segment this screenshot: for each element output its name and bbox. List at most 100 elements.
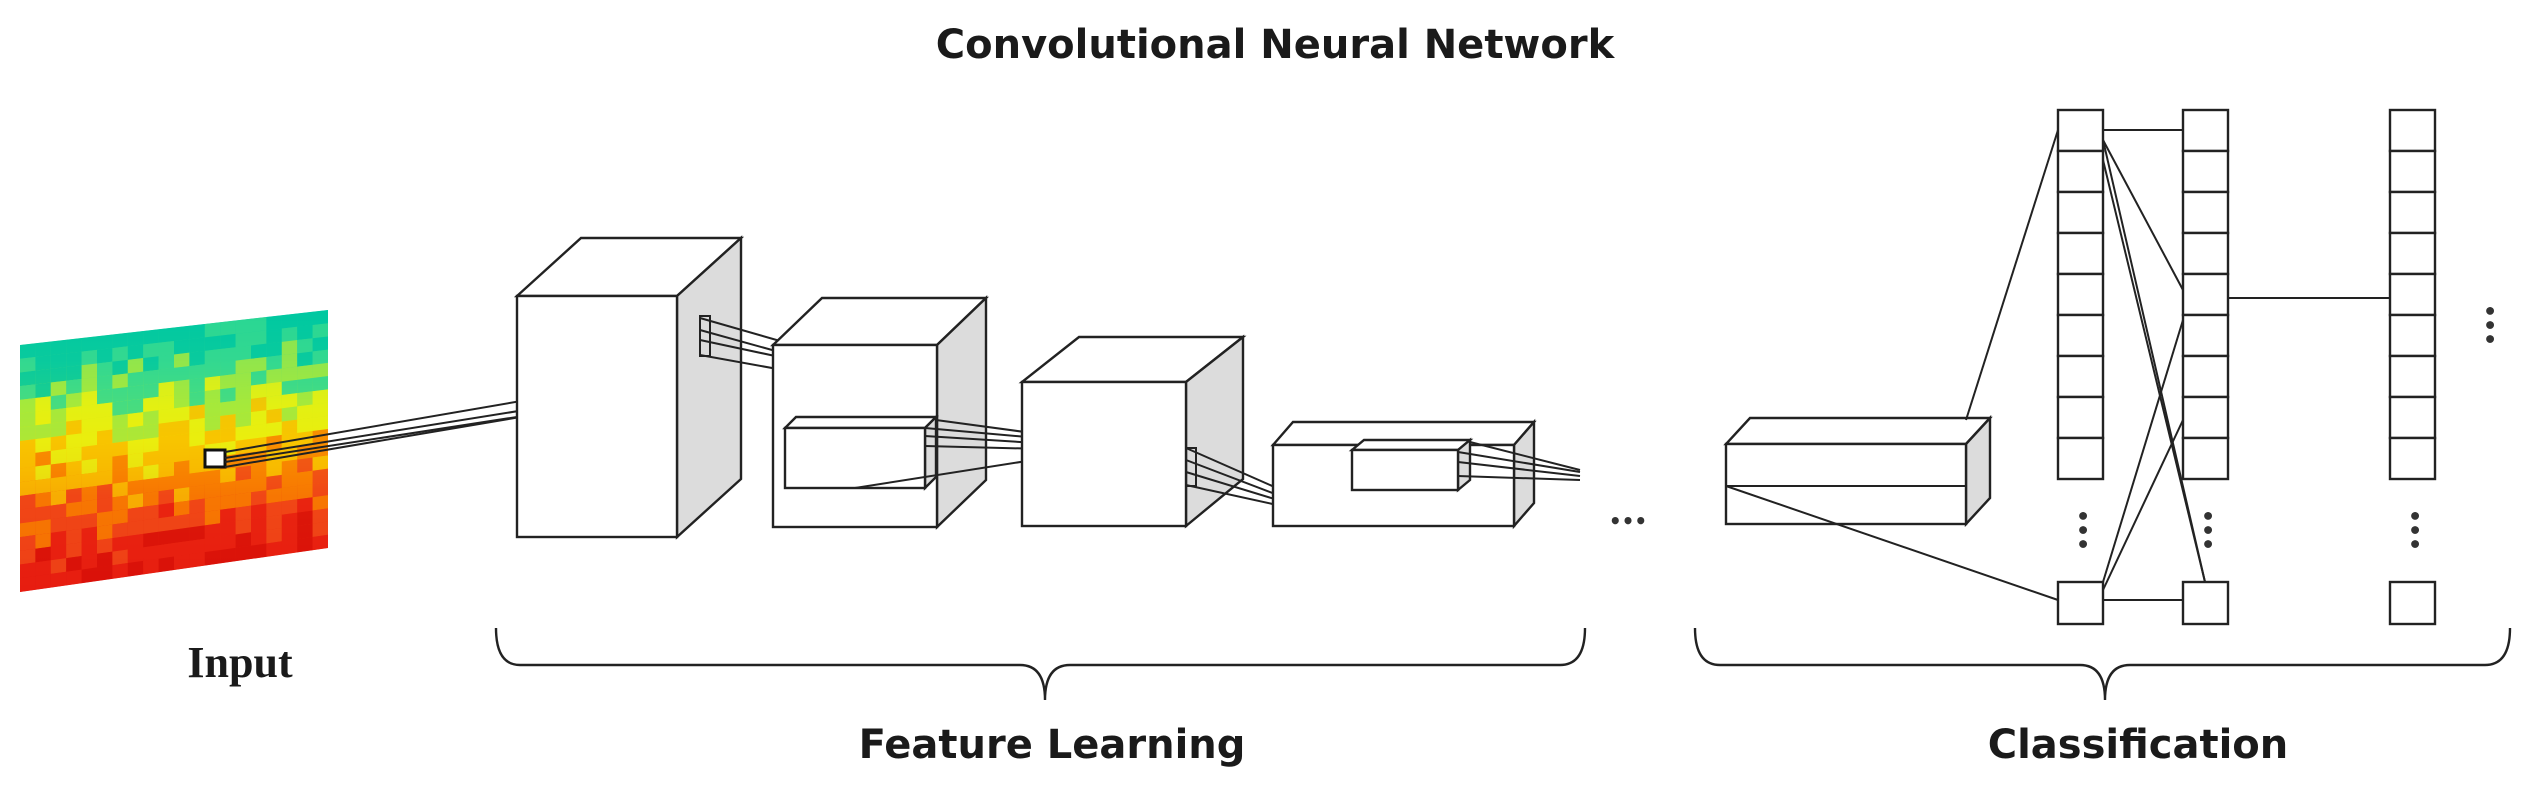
heatmap-cell [204,362,221,378]
heatmap-cell [112,535,128,552]
input-receptive-field [203,448,227,469]
conv-volume-3 [1018,334,1247,529]
heatmap-cell [220,521,236,537]
heatmap-cell [158,556,174,573]
heatmap-cell [189,552,205,568]
heatmap-cell [35,478,51,494]
heatmap-cell [204,416,221,432]
conv-volume-1 [513,235,745,540]
heatmap-cell [220,400,236,417]
heatmap-cell [235,372,251,388]
heatmap-cell [297,510,313,526]
heatmap-cell [251,436,267,453]
heatmap-cell [158,354,174,370]
heatmap-cell [50,489,67,506]
heatmap-cell [312,468,328,484]
heatmap-cell [20,535,36,551]
heatmap-cell [251,317,267,333]
heatmap-cell [297,404,313,420]
heatmap-cell [127,493,144,509]
heatmap-cell [189,324,205,340]
heatmap-cell [35,560,51,577]
heatmap-cell [81,431,97,447]
heatmap-cell [81,485,97,502]
heatmap-cell [97,334,113,350]
fc-layer-2-cell [2181,190,2230,235]
fc-layer-2-cell [2181,313,2230,358]
heatmap-cell [251,383,267,399]
heatmap-cell [158,381,174,397]
heatmap-cell [220,507,236,524]
classification-brace [1693,627,2512,701]
heatmap-cell [66,419,82,436]
heatmap-cell [158,502,174,519]
heatmap-cell [204,550,221,566]
heatmap-cell [189,525,205,541]
heatmap-cell [189,417,205,434]
heatmap-cell [266,421,282,437]
heatmap-cell [204,389,221,405]
fc-layer-3-cell [2388,190,2437,235]
heatmap-cell [20,411,36,428]
heatmap-cell [312,521,328,537]
heatmap-cell [97,361,113,378]
heatmap-cell [143,329,159,345]
heatmap-cell [50,435,67,451]
heatmap-cell [220,414,236,430]
fc-layer-3-last-cell [2388,580,2437,626]
heatmap-cell [127,452,144,469]
fc-layer-1-cell [2056,436,2105,481]
heatmap-cell [97,565,113,581]
heatmap-cell [112,454,128,471]
heatmap-cell [174,379,190,395]
heatmap-cell [143,558,159,575]
fc-layer-2-last-cell [2181,580,2230,626]
fc-layer-3-cell [2388,313,2437,358]
heatmap-cell [143,369,159,386]
heatmap-cell [174,419,190,436]
fc-layer-3 [2388,108,2437,481]
fc-layer-2-ellipsis: ••• [2194,509,2219,551]
heatmap-cell [81,404,97,420]
heatmap-cell [127,560,144,577]
heatmap-cell [189,364,205,380]
heatmap-cell [204,469,221,486]
heatmap-cell [50,339,67,356]
fc-layer-2-cell [2181,108,2230,153]
heatmap-cell [312,495,328,511]
heatmap-cell [312,455,328,471]
fc-layer-3-ellipsis: ••• [2401,509,2426,551]
heatmap-cell [251,410,267,426]
fc-layer-3-cell [2388,108,2437,153]
heatmap-cell [251,503,267,519]
heatmap-cell [266,528,282,544]
heatmap-cell [312,534,328,551]
heatmap-cell [81,363,97,379]
fc-layer-1-cell [2056,149,2105,194]
heatmap-cell [235,505,251,522]
fc-layer-3-cell [2388,354,2437,399]
heatmap-cell [220,347,236,363]
heatmap-cell [281,459,298,475]
heatmap-cell [20,425,36,442]
fc-layer-3-cell [2388,149,2437,194]
heatmap-cell [35,464,51,481]
heatmap-cell [143,450,159,467]
heatmap-cell [66,378,82,395]
fc-layer-1-cell [2056,272,2105,317]
heatmap-cell [266,315,282,331]
heatmap-cell [251,490,267,506]
heatmap-cell [97,524,113,541]
heatmap-cell [66,392,82,408]
heatmap-cell [220,547,236,564]
diagram-title: Convolutional Neural Network [936,22,1616,68]
heatmap-cell [266,381,282,397]
heatmap-cell [189,350,205,367]
heatmap-cell [174,540,190,557]
heatmap-cell [204,349,221,365]
heatmap-cell [143,423,159,440]
heatmap-cell [66,515,82,531]
heatmap-cell [66,487,82,504]
heatmap-cell [158,475,174,492]
heatmap-cell [158,529,174,546]
